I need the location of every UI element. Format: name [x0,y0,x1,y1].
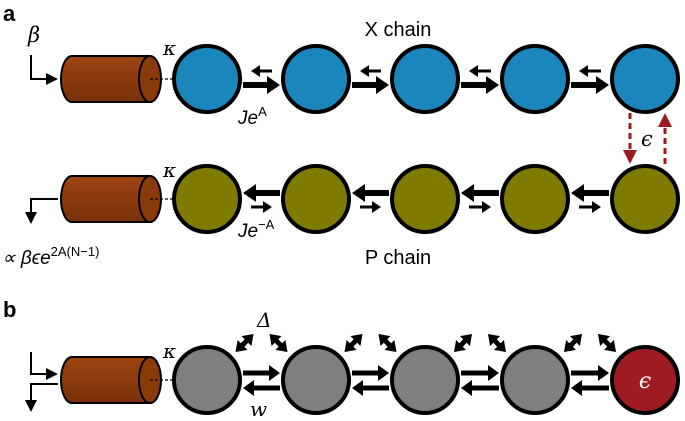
delta-label: Δ [256,308,271,332]
p-chain-node-5 [610,164,680,234]
panel-b-left-arrow-4 [571,380,609,396]
x-chain-node-2 [281,44,351,114]
panel-b-node-5 [610,345,680,415]
detuning-left-arrow-1 [235,334,254,352]
x-chain-back-arrow-1 [251,65,272,77]
panel-a: a X chain β κ JeA ϵ [2,1,680,269]
x-chain-node-4 [500,44,570,114]
x-chain-nodes [172,44,680,114]
panel-b-left-arrow-3 [461,380,499,396]
x-chain-back-arrow-2 [360,65,381,77]
panel-a-label: a [3,1,16,26]
input-arrow-icon [30,55,58,85]
p-chain-forward-arrow-3 [461,184,499,202]
x-chain-node-1 [172,44,242,114]
panel-b-label: b [3,297,16,322]
panel-b-node-2 [281,345,351,415]
panel-b-right-arrow-2 [352,365,389,381]
panel-b-right-arrow-1 [243,365,280,381]
p-chain-back-arrow-3 [469,201,491,213]
detuning-left-arrow-4 [564,334,582,352]
transfer-arrows [623,113,672,164]
x-chain-back-arrow-3 [469,65,491,77]
x-chain-forward-arrow-2 [352,76,389,94]
p-chain-node-3 [390,164,460,234]
panel-b-hop-arrows [243,365,609,396]
top-cylinder [60,55,162,103]
x-chain-back-arrow-4 [579,65,601,77]
panel-b: b κ Δ w ϵ [3,297,680,421]
detuning-right-arrow-4 [598,334,616,352]
p-chain-forward-arrow-1 [243,184,280,202]
p-chain-forward-arrow-2 [352,184,389,202]
p-chain-label: P chain [365,247,431,269]
panel-b-node-1 [172,345,242,415]
x-chain-forward-arrow-4 [571,76,609,94]
detuning-left-arrow-3 [454,334,472,352]
transfer-epsilon-label: ϵ [641,127,653,151]
p-chain-back-arrow-2 [360,201,381,213]
p-chain-node-2 [281,164,351,234]
output-arrow-icon [25,198,58,224]
x-chain-node-3 [390,44,460,114]
panel-b-right-arrow-4 [571,365,609,381]
p-chain-rate-label: Je−A [237,217,275,242]
detuning-right-arrow-2 [378,334,397,352]
panel-b-cylinder [60,356,162,404]
p-chain-back-arrow-4 [579,201,601,213]
panel-b-left-arrow-1 [243,380,280,396]
panel-b-right-arrow-3 [461,365,499,381]
p-chain-back-arrow-1 [251,201,272,213]
detuning-right-arrow-3 [488,334,506,352]
bottom-cylinder [60,175,162,223]
panel-b-node-3 [390,345,460,415]
x-chain-forward-arrow-3 [461,76,499,94]
x-chain-node-5 [610,44,680,114]
p-chain-node-4 [500,164,570,234]
panel-b-detuning-arrows [235,334,616,352]
panel-b-node-4 [500,345,570,415]
x-chain-rate-label: JeA [237,104,267,129]
output-proportional-label: ∝ βϵe2A(N−1) [2,244,99,269]
end-node-epsilon-label: ϵ [639,369,651,394]
beta-input-label: β [27,23,40,47]
panel-b-left-arrow-2 [352,380,389,396]
p-chain-nodes [172,164,680,234]
kappa-panel-b-label: κ [162,339,176,363]
kappa-bottom-label: κ [162,158,176,182]
x-chain-forward-arrow-1 [243,76,280,94]
detuning-left-arrow-2 [344,334,363,352]
panel-b-nodes [172,345,680,415]
kappa-top-label: κ [162,36,176,60]
hop-w-label: w [250,397,267,421]
panel-b-io-arrows-icon [25,352,58,412]
p-chain-hop-arrows [243,184,609,213]
x-chain-hop-arrows [243,65,609,94]
p-chain-node-1 [172,164,242,234]
p-chain-forward-arrow-4 [571,184,609,202]
x-chain-label: X chain [365,19,432,41]
detuning-right-arrow-1 [269,334,288,352]
